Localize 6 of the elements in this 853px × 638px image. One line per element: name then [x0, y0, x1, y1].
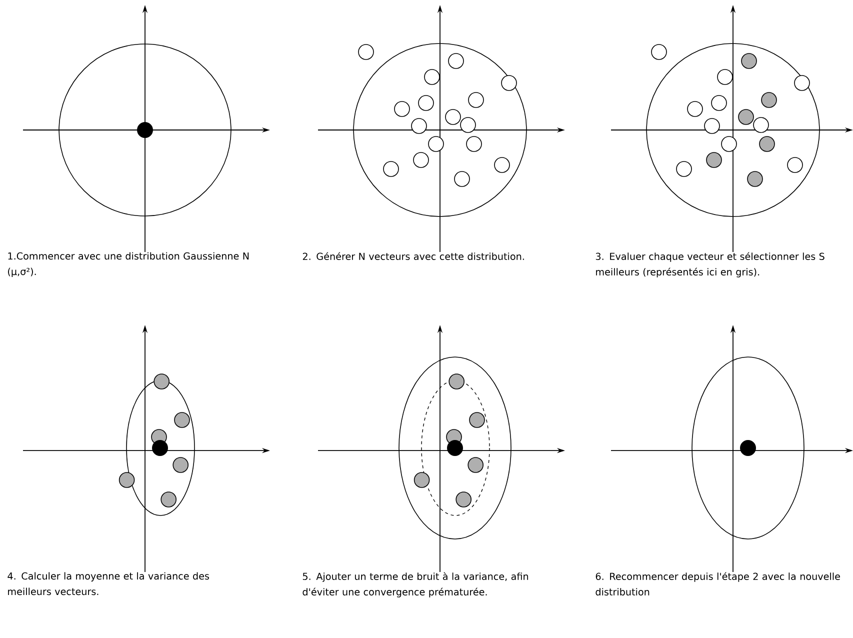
- caption: 5. Ajouter un terme de bruit à la variance, afin d'éviter une convergence prématurée.: [302, 572, 528, 598]
- caption: 6. Recommencer depuis l'étape 2 avec la nouvelle distribution: [596, 572, 840, 596]
- caption: 2. Générer N vecteurs avec cette distribution.: [302, 252, 524, 260]
- caption: 1.Commencer avec une distribution Gaussienne N (µ,σ²).: [8, 252, 249, 277]
- caption: 4. Calculer la moyenne et la variance des meilleurs vecteurs.: [8, 572, 210, 596]
- caption: 3. Evaluer chaque vecteur et sélectionner les S meilleurs (représentés ici en gris).: [596, 252, 824, 278]
